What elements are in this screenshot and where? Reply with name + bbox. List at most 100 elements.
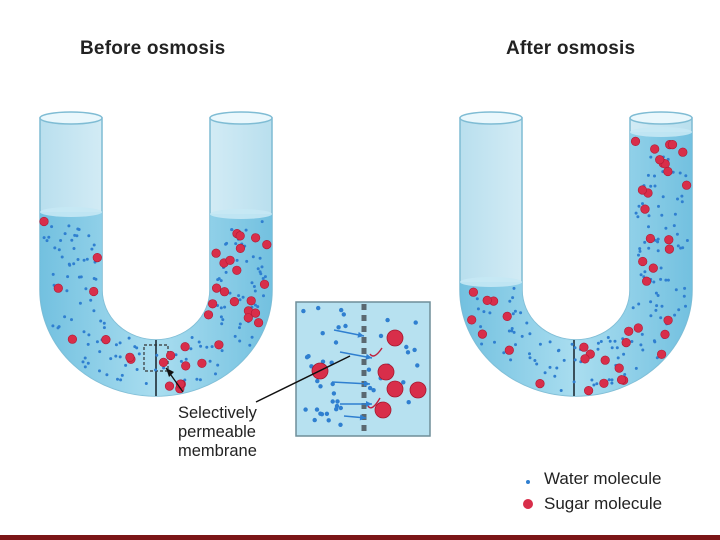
- sugar-molecule: [583, 386, 594, 396]
- water-molecule: [548, 340, 552, 344]
- flow-arrow: [331, 381, 371, 385]
- water-molecule: [102, 326, 106, 330]
- water-molecule: [144, 382, 148, 385]
- solution-after: [460, 132, 692, 396]
- water-molecule: [675, 232, 679, 236]
- sugar-molecule: [39, 216, 49, 227]
- sugar-molecule: [259, 279, 270, 289]
- water-molecule: [562, 358, 566, 362]
- water-molecule: [643, 240, 647, 244]
- sugar-molecule: [477, 329, 488, 339]
- water-molecule: [228, 291, 232, 295]
- water-molecule: [502, 351, 506, 355]
- pointer-line-inset: [255, 355, 351, 403]
- membrane-label: Selectively permeable membrane: [178, 404, 318, 461]
- water-molecule: [404, 344, 409, 350]
- water-molecule: [85, 257, 89, 261]
- water-molecule: [672, 224, 676, 228]
- water-molecule: [174, 353, 178, 357]
- water-molecule: [118, 341, 122, 345]
- water-molecule: [608, 339, 612, 343]
- water-molecule: [98, 369, 101, 373]
- water-molecule: [217, 277, 221, 281]
- water-molecule: [86, 361, 90, 365]
- water-molecule: [76, 258, 80, 261]
- bounce-arrow: [369, 347, 383, 357]
- water-molecule: [660, 213, 664, 217]
- water-molecule: [260, 265, 264, 269]
- sugar-molecule: [386, 329, 404, 347]
- water-molecule: [50, 225, 54, 229]
- water-molecule: [51, 272, 55, 276]
- water-molecule: [639, 273, 643, 277]
- water-molecule: [510, 327, 514, 330]
- inset-flow-arrows: [331, 329, 383, 421]
- sugar-molecule: [208, 299, 218, 309]
- water-molecule: [45, 239, 49, 243]
- water-molecule: [263, 275, 267, 279]
- sugar-molecule: [377, 363, 395, 381]
- water-molecule: [98, 350, 102, 354]
- water-molecule: [219, 306, 223, 310]
- sugar-molecule: [640, 204, 650, 214]
- water-molecule: [250, 335, 254, 339]
- sugar-molecule: [232, 265, 242, 275]
- water-molecule: [640, 332, 644, 336]
- water-molecule: [114, 343, 118, 347]
- water-molecule: [673, 313, 677, 317]
- water-molecule: [654, 291, 658, 295]
- sugar-molecule: [53, 283, 63, 293]
- sugar-molecule: [158, 357, 169, 368]
- water-molecule: [262, 294, 265, 298]
- sugar-molecule: [467, 315, 477, 325]
- sugar-molecule: [637, 185, 648, 195]
- water-molecule: [137, 352, 141, 356]
- sugar-molecule: [89, 286, 99, 297]
- water-molecule: [225, 241, 229, 245]
- water-molecule: [659, 266, 663, 270]
- water-molecule: [647, 246, 651, 250]
- water-molecule: [637, 302, 641, 306]
- water-molecule: [253, 303, 257, 307]
- water-molecule: [250, 281, 254, 285]
- sugar-molecules-after: [467, 136, 692, 396]
- sugar-molecule: [409, 381, 427, 399]
- legend-row-sugar: Sugar molecule: [518, 491, 662, 516]
- water-molecule: [664, 278, 668, 282]
- water-molecule: [654, 308, 658, 312]
- water-molecule: [190, 336, 194, 339]
- water-molecule: [258, 256, 262, 260]
- water-molecule: [214, 372, 217, 376]
- water-molecule: [613, 339, 617, 343]
- sugar-molecules-before: [39, 216, 272, 394]
- liquid-surface-right: [210, 209, 272, 219]
- water-molecule: [205, 345, 209, 349]
- water-molecule: [81, 360, 85, 364]
- sugar-molecule: [638, 256, 648, 267]
- water-molecule: [333, 340, 339, 345]
- water-molecule: [366, 367, 372, 372]
- bottom-accent-bar: [0, 535, 720, 540]
- water-molecule: [674, 288, 678, 292]
- water-molecule: [528, 332, 532, 336]
- water-molecule: [510, 329, 514, 333]
- sugar-molecule: [482, 295, 492, 306]
- water-molecule: [684, 174, 688, 178]
- water-molecule: [616, 356, 620, 360]
- water-molecule: [114, 354, 118, 358]
- water-molecule: [514, 343, 517, 347]
- sugar-molecule: [197, 358, 207, 368]
- water-molecule: [135, 346, 139, 350]
- water-molecule: [512, 286, 516, 290]
- water-molecule: [405, 350, 411, 355]
- sugar-molecule: [633, 323, 643, 333]
- legend-label-water: Water molecule: [544, 468, 662, 488]
- sugar-molecule: [386, 380, 404, 398]
- water-molecule: [238, 326, 241, 330]
- water-molecule: [406, 400, 411, 405]
- water-molecule: [316, 305, 321, 311]
- water-molecule: [179, 359, 183, 363]
- sugar-molecule: [681, 180, 692, 190]
- sugar-molecule: [250, 308, 261, 318]
- water-molecule: [84, 287, 88, 291]
